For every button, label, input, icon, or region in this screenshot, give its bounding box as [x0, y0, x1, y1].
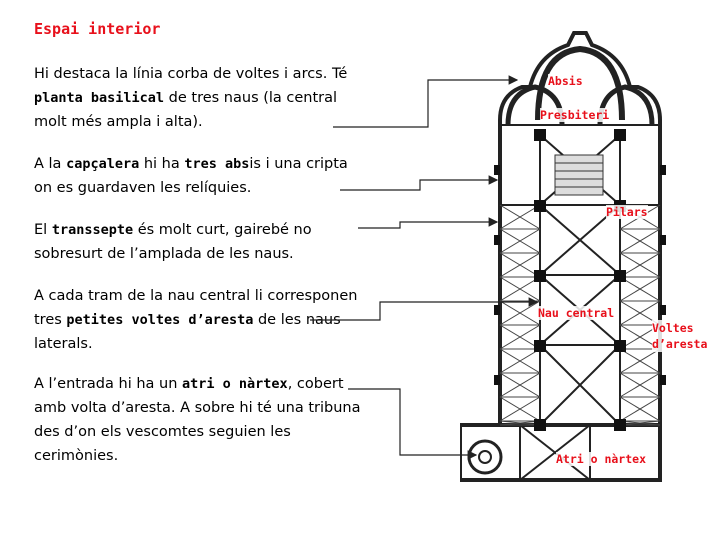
aisle-vault-line	[619, 420, 661, 426]
paragraph-transsepte: El transsepte és molt curt, gairebé no s…	[34, 218, 364, 266]
aisle-vault-line	[619, 276, 661, 302]
label-nau-central: Nau central	[538, 306, 615, 320]
text: de les naus laterals.	[34, 312, 341, 352]
text: , cobert amb volta d’aresta. A sobre hi …	[34, 376, 361, 464]
bold-text: atri o nàrtex	[182, 376, 288, 392]
text: is i una cripta on es guardaven les relí…	[34, 156, 348, 196]
text: Hi destaca la línia corba de voltes i ar…	[34, 66, 348, 82]
bold-text: planta basilical	[34, 90, 165, 106]
aisle-vault-line	[619, 396, 661, 422]
label-pilars: Pilars	[606, 205, 648, 219]
text: de tres naus (la central molt més ampla …	[34, 90, 338, 130]
aisle-vault-line	[499, 396, 541, 422]
label-atri-nartex: Atri o nàrtex	[556, 452, 647, 466]
text: A la	[34, 156, 67, 172]
aisle-vault-line	[619, 252, 661, 278]
label-presbiteri: Presbiteri	[540, 108, 610, 122]
aisle-vault-line	[499, 372, 541, 398]
aisle-vault-line	[499, 420, 541, 426]
text: A l’entrada hi ha un	[34, 376, 183, 392]
text: El	[34, 222, 52, 238]
aisle-vault-line	[499, 204, 541, 230]
bold-text: tres abs	[184, 156, 250, 172]
aisle-vault-line	[619, 228, 661, 254]
bold-text: petites voltes d’aresta	[66, 312, 254, 328]
label-voltes-aresta: Voltes d’aresta	[652, 320, 712, 352]
aisle-vault-line	[499, 276, 541, 302]
aisle-vault-line	[619, 300, 661, 326]
paragraph-voltes: A cada tram de la nau central li corresp…	[34, 284, 364, 356]
section-title: Espai interior	[34, 20, 161, 38]
bold-text: capçalera	[66, 156, 140, 172]
paragraph-atri: A l’entrada hi ha un atri o nàrtex, cobe…	[34, 372, 364, 468]
aisle-vault-line	[499, 228, 541, 254]
text: és molt curt, gairebé no sobresurt de l’…	[34, 222, 312, 262]
text: A cada tram de la nau central li corresp…	[34, 288, 358, 328]
aisle-vault-line	[499, 348, 541, 374]
aisle-vault-line	[499, 252, 541, 278]
bold-text: transsepte	[51, 222, 134, 238]
floor-plan-drawing	[460, 31, 666, 482]
text: hi ha	[139, 156, 185, 172]
label-absis: Absis	[548, 74, 583, 88]
paragraph-planta: Hi destaca la línia corba de voltes i ar…	[34, 62, 364, 134]
aisle-vault-line	[619, 372, 661, 398]
paragraph-capcalera: A la capçalera hi ha tres absis i una cr…	[34, 152, 364, 200]
aisle-vault-line	[499, 324, 541, 350]
aisle-vault-line	[619, 348, 661, 374]
